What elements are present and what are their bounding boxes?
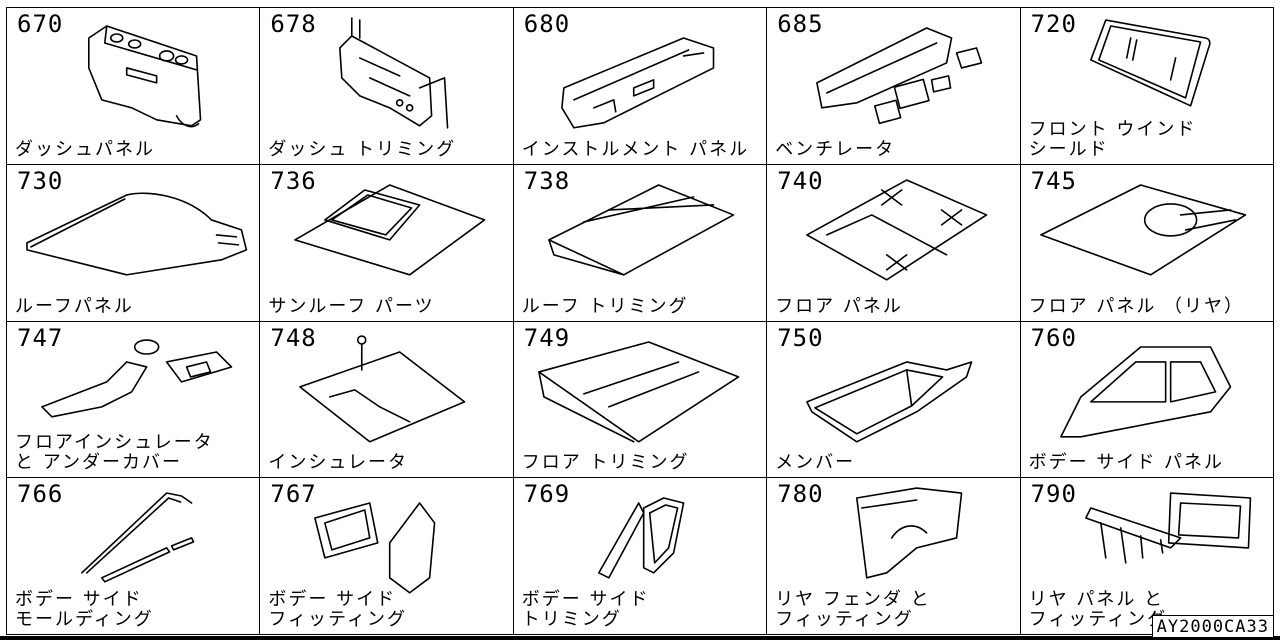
part-label: ルーフ トリミング [521,295,689,317]
part-label: ボデー サイド トリミング [521,589,650,630]
cell-685[interactable]: 685 ベンチレータ [767,8,1021,165]
roof-panel-illustration [26,192,248,276]
body-side-molding-illustration [81,492,195,583]
cell-745[interactable]: 745 フロア パネル （リヤ） [1020,164,1274,322]
cell-760[interactable]: 760 ボデー サイド パネル [1020,321,1274,479]
floor-panel-illustration [806,178,988,281]
floor-insulator-illustration [41,338,233,418]
part-label: ダッシュパネル [15,138,155,160]
part-number: 680 [523,10,571,38]
cell-767[interactable]: 767 ボデー サイド フィッティング [260,478,514,635]
part-label: サンルーフ パーツ [268,295,435,317]
part-label: リヤ フェンダ と フィッティング [775,589,931,630]
rear-floor-panel-illustration [1039,183,1246,276]
part-label: フロア トリミング [521,452,690,474]
cell-670[interactable]: 670 ダッシュパネル [7,8,261,165]
part-number: 790 [1030,480,1077,509]
parts-index-grid: 670 ダッシュパネル 678 ダッシュ トリミング 680 [6,7,1274,635]
part-label: ベンチレータ [775,138,896,160]
roof-trimming-illustration [547,183,735,276]
part-number: 748 [270,323,317,352]
part-number: 685 [777,10,824,38]
cell-748[interactable]: 748 インシュレータ [260,321,514,479]
cell-736[interactable]: 736 サンルーフ パーツ [260,164,514,322]
part-label: フロアインシュレータ と アンダーカバー [15,432,214,474]
cell-678[interactable]: 678 ダッシュ トリミング [260,8,514,165]
part-label: リヤ パネル と フィッティング [1028,589,1168,630]
cell-730[interactable]: 730 ルーフパネル [7,164,261,322]
insulator-illustration [299,334,466,443]
cell-720[interactable]: 720 フロント ウインド シールド [1020,8,1274,165]
part-number: 750 [777,323,824,352]
part-label: インシュレータ [268,452,409,474]
part-number: 736 [270,166,317,195]
part-label: インストルメント パネル [521,138,750,160]
part-number: 767 [270,480,317,509]
part-label: ボデー サイド フィッティング [268,589,407,630]
dash-trimming-illustration [339,17,449,129]
part-number: 730 [17,166,64,195]
cell-766[interactable]: 766 ボデー サイド モールディング [7,478,261,635]
member-frame-illustration [806,360,973,443]
windshield-illustration [1089,19,1211,107]
part-label: フロント ウインド シールド [1028,118,1197,160]
cell-749[interactable]: 749 フロア トリミング [513,321,768,479]
part-label: ルーフパネル [15,295,134,317]
cell-738[interactable]: 738 ルーフ トリミング [513,164,768,322]
cell-780[interactable]: 780 リヤ フェンダ と フィッティング [767,478,1021,635]
part-label: フロア パネル [775,295,903,317]
part-number: 738 [523,166,571,195]
part-number: 720 [1030,10,1077,38]
dash-panel-illustration [88,25,202,128]
body-side-trimming-illustration [597,497,685,579]
part-number: 740 [777,166,824,195]
cell-750[interactable]: 750 メンバー [767,321,1021,479]
part-number: 678 [270,10,317,38]
part-number: 745 [1030,166,1077,195]
part-label: ボデー サイド パネル [1028,452,1225,474]
floor-trimming-illustration [537,340,740,443]
part-number: 670 [17,10,64,38]
cell-769[interactable]: 769 ボデー サイド トリミング [513,478,768,635]
part-number: 780 [777,480,824,509]
instrument-panel-illustration [560,37,715,129]
part-number: 766 [17,480,64,509]
cell-790[interactable]: 790 リヤ パネル と フィッティング [1020,478,1274,635]
part-number: 749 [523,323,571,352]
diagram-code: AY2000CA33 [1151,615,1274,637]
part-number: 747 [17,323,64,352]
cell-740[interactable]: 740 フロア パネル [767,164,1021,322]
part-number: 760 [1030,323,1077,352]
body-side-panel-illustration [1059,345,1231,438]
cell-680[interactable]: 680 インストルメント パネル [513,8,768,165]
part-label: ボデー サイド モールディング [15,589,154,630]
ventilator-illustration [816,27,983,125]
rear-fender-illustration [856,487,963,579]
part-label: メンバー [775,452,856,474]
sunroof-parts-illustration [294,183,486,276]
bottom-rule [0,636,1280,640]
part-number: 769 [523,480,571,509]
rear-panel-illustration [1084,492,1251,564]
body-side-fitting-illustration [314,502,436,594]
part-label: ダッシュ トリミング [268,138,457,160]
cell-747[interactable]: 747 フロアインシュレータ と アンダーカバー [7,321,261,479]
part-label: フロア パネル （リヤ） [1028,295,1245,317]
